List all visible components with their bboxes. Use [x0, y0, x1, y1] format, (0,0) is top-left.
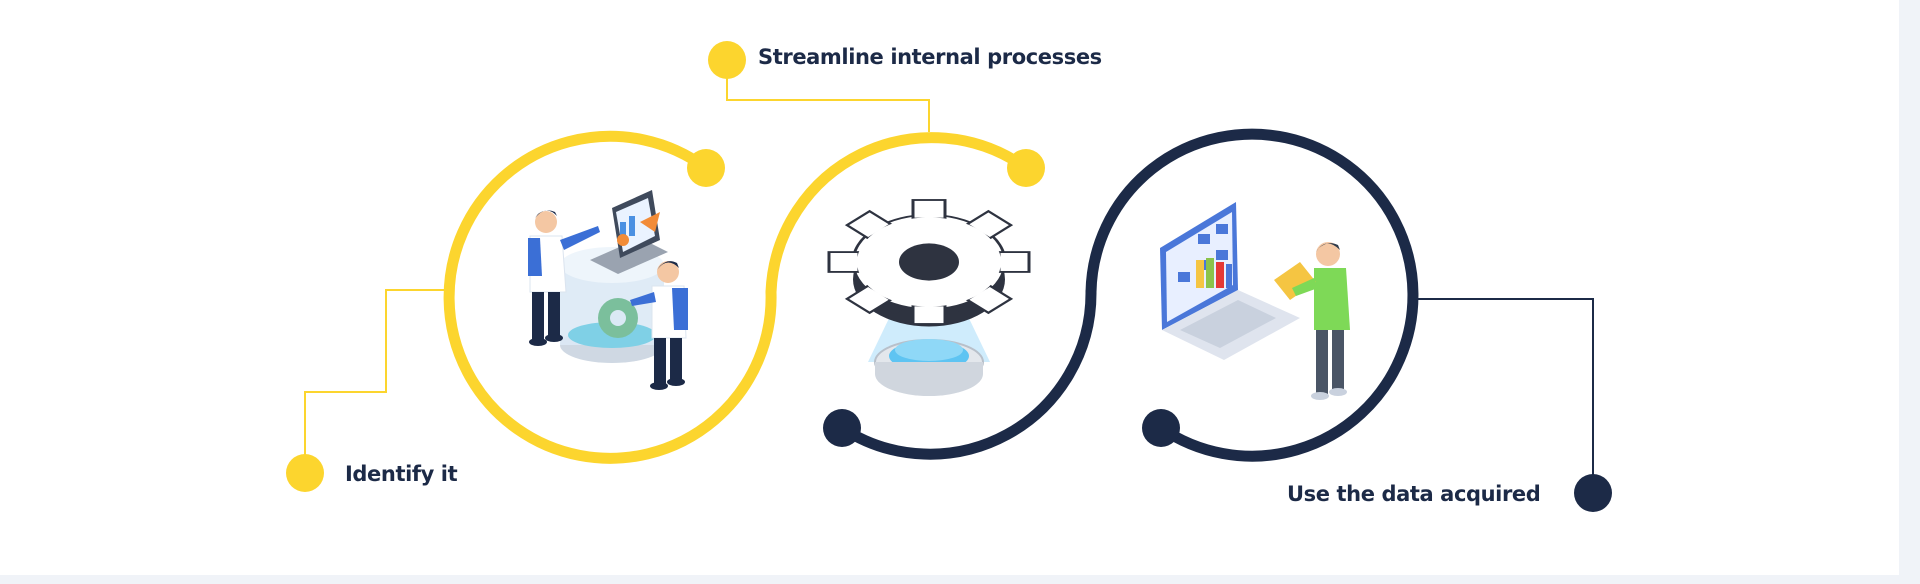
- ring-identify-end-dot: [687, 149, 725, 187]
- ring-streamline-lower: [836, 286, 1097, 460]
- connector-line-use: [1415, 298, 1594, 493]
- ring-use-start-dot: [1142, 409, 1180, 447]
- data-files-laptop-illustration: [1160, 202, 1350, 400]
- marker-dot-use: [1574, 474, 1612, 512]
- edge-strip-right: [1899, 0, 1920, 584]
- step-label-identify: Identify it: [345, 462, 458, 486]
- marker-dot-streamline: [708, 41, 746, 79]
- step-label-use: Use the data acquired: [1287, 482, 1541, 506]
- edge-strip-bottom: [0, 575, 1920, 584]
- step-label-streamline: Streamline internal processes: [758, 45, 1102, 69]
- ring-streamline-start-dot: [823, 409, 861, 447]
- ring-streamline-end-dot: [1007, 149, 1045, 187]
- gear-scanner-illustration: [827, 199, 1031, 396]
- ring-identify: [443, 130, 777, 464]
- connector-line-streamline: [726, 60, 930, 132]
- team-analytics-illustration: [528, 190, 688, 390]
- connector-line-identify: [304, 289, 447, 473]
- ring-use: [1085, 128, 1419, 462]
- marker-dot-identify: [286, 454, 324, 492]
- ring-streamline-upper: [765, 132, 1032, 298]
